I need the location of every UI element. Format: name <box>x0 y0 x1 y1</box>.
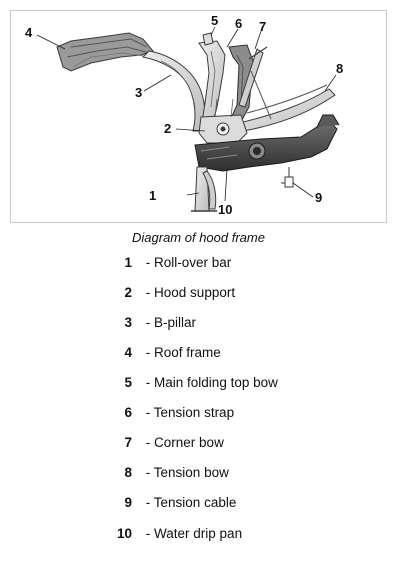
callout-2: 2 <box>164 121 171 136</box>
legend-item: 7 - Corner bow <box>108 435 224 455</box>
leader-line-9 <box>292 182 314 198</box>
hood-frame-figure: 1 2 3 4 5 6 7 8 9 10 <box>10 10 387 223</box>
main-folding-top-bow-part <box>198 32 226 130</box>
legend-item-separator: - <box>145 495 151 510</box>
legend-item: 8 - Tension bow <box>108 465 229 485</box>
legend-item: 4 - Roof frame <box>108 345 221 365</box>
legend-item: 2 - Hood support <box>108 285 235 305</box>
leader-line-6 <box>226 28 239 48</box>
leader-lines <box>36 26 337 202</box>
callout-labels: 1 2 3 4 5 6 7 8 9 10 <box>25 13 343 217</box>
legend-item-number: 10 <box>116 526 132 541</box>
roof-frame-part <box>56 32 154 72</box>
legend-item-label: Main folding top bow <box>154 375 278 390</box>
hood-frame-drawing: 1 2 3 4 5 6 7 8 9 10 <box>25 13 343 217</box>
legend-item: 9 - Tension cable <box>108 495 236 515</box>
legend-item-separator: - <box>145 285 151 300</box>
legend-item-number: 5 <box>124 375 132 390</box>
callout-3: 3 <box>135 85 142 100</box>
legend-item-separator: - <box>145 375 151 390</box>
tension-cable-part <box>281 167 294 188</box>
leader-line-8 <box>324 74 337 92</box>
legend-item: 5 - Main folding top bow <box>108 375 278 395</box>
b-pillar-part <box>141 50 206 132</box>
legend-item-label: Tension strap <box>153 405 235 420</box>
leader-line-2 <box>175 128 206 132</box>
legend-item-separator: - <box>145 526 151 541</box>
callout-1: 1 <box>149 188 156 203</box>
legend-item-label: Tension cable <box>153 495 237 510</box>
tension-bow-part <box>238 70 336 132</box>
roll-over-bar-part <box>191 166 217 212</box>
legend-item: 1 - Roll-over bar <box>108 255 231 275</box>
water-drip-pan-part <box>194 114 340 172</box>
hood-support-part <box>198 98 248 144</box>
leader-line-5 <box>210 26 216 36</box>
legend-item: 10 - Water drip pan <box>108 526 242 546</box>
callout-6: 6 <box>235 16 242 31</box>
callout-4: 4 <box>25 25 33 40</box>
legend-item-number: 4 <box>124 345 132 360</box>
leader-line-10 <box>224 168 228 202</box>
legend-item: 3 - B-pillar <box>108 315 196 335</box>
legend-item-separator: - <box>145 345 151 360</box>
callout-8: 8 <box>336 61 343 76</box>
legend-item-number: 2 <box>124 285 132 300</box>
legend-item-label: Water drip pan <box>154 526 243 541</box>
legend-item-label: B-pillar <box>154 315 197 330</box>
legend-item-label: Corner bow <box>154 435 224 450</box>
leader-line-1 <box>186 192 200 196</box>
legend-item-number: 8 <box>124 465 132 480</box>
callout-5: 5 <box>211 13 218 28</box>
legend-item-separator: - <box>145 465 151 480</box>
leader-line-4 <box>36 34 66 50</box>
legend-item-separator: - <box>145 405 151 420</box>
legend-item: 6 - Tension strap <box>108 405 234 425</box>
leader-line-7 <box>254 30 262 50</box>
legend-item-number: 7 <box>124 435 132 450</box>
legend-item-label: Hood support <box>154 285 236 300</box>
leader-line-3 <box>143 74 172 92</box>
legend-item-number: 1 <box>124 255 132 270</box>
callout-10: 10 <box>218 202 232 217</box>
legend-item-label: Roof frame <box>154 345 221 360</box>
corner-bow-part <box>238 46 268 108</box>
legend-item-number: 3 <box>124 315 132 330</box>
figure-caption: Diagram of hood frame <box>132 230 265 245</box>
legend-item-separator: - <box>145 255 151 270</box>
legend-item-number: 9 <box>124 495 132 510</box>
callout-7: 7 <box>259 19 266 34</box>
legend-item-label: Tension bow <box>153 465 229 480</box>
legend-item-label: Roll-over bar <box>154 255 232 270</box>
legend-item-separator: - <box>145 435 151 450</box>
legend-item-separator: - <box>145 315 151 330</box>
legend-item-number: 6 <box>124 405 132 420</box>
callout-9: 9 <box>315 190 322 205</box>
